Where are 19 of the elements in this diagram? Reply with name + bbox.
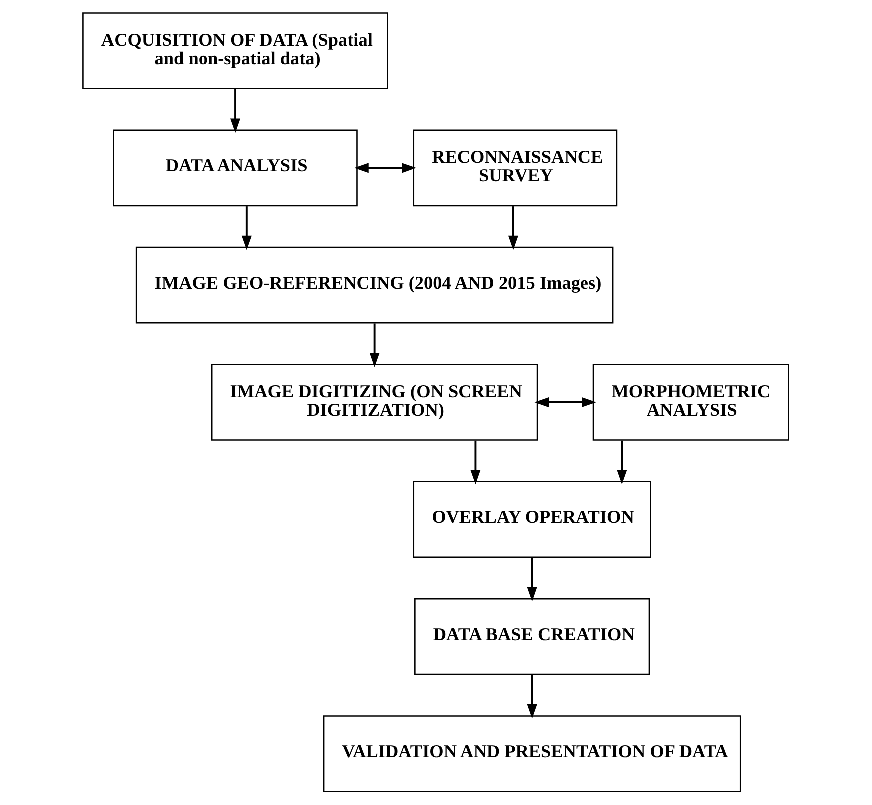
arrow	[370, 324, 380, 368]
arrow	[470, 440, 481, 485]
arrow	[508, 206, 518, 250]
node-box: IMAGE GEO-REFERENCING (2004 AND 2015 Images)	[136, 246, 614, 324]
arrow	[242, 206, 252, 250]
arrow	[617, 440, 628, 485]
arrow	[230, 89, 241, 134]
arrow	[527, 558, 538, 602]
arrow	[534, 397, 596, 408]
node-box: ACQUISITION OF DATA (Spatial and non-spatial data)	[82, 12, 388, 90]
arrow	[354, 163, 416, 174]
node-box: OVERLAY OPERATION	[413, 481, 652, 558]
arrow	[527, 675, 538, 719]
node-box: DATA BASE CREATION	[414, 598, 650, 676]
node-box: DATA ANALYSIS	[113, 130, 358, 207]
node-box: IMAGE DIGITIZING (ON SCREEN DIGITIZATION)	[211, 364, 538, 441]
node-box: VALIDATION AND PRESENTATION OF DATA	[323, 716, 742, 792]
node-box: RECONNAISSANCE SURVEY	[413, 130, 618, 207]
node-box: MORPHOMETRIC ANALYSIS	[592, 364, 790, 441]
